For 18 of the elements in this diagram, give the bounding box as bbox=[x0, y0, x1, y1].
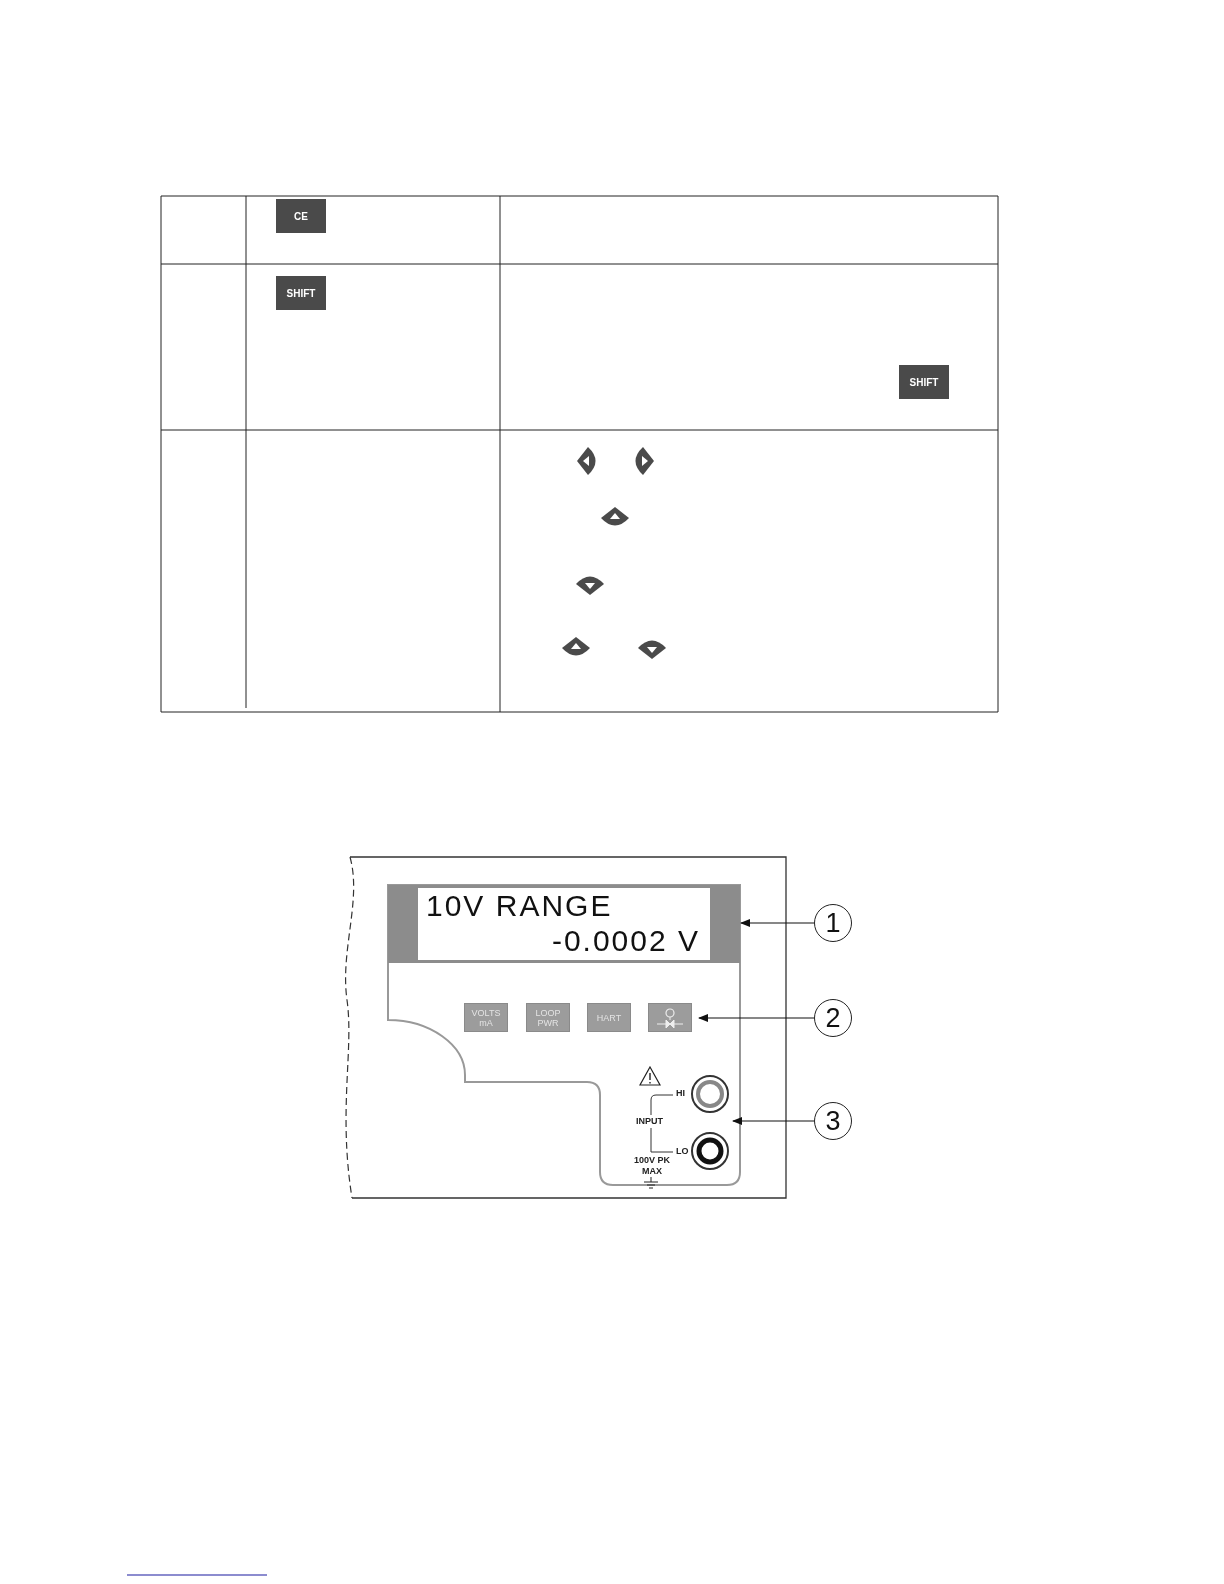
display-text: 10V RANGE bbox=[426, 889, 613, 923]
display-text: -0.0002 V bbox=[551, 924, 700, 958]
key-button: SHIFT bbox=[899, 365, 949, 399]
key-button: VOLTS mA bbox=[464, 1003, 508, 1032]
key-button: SHIFT bbox=[276, 276, 326, 310]
callout-number: 1 bbox=[814, 904, 852, 942]
leader-arrow bbox=[740, 919, 815, 927]
key-button: CE bbox=[276, 199, 326, 233]
lcd-display bbox=[388, 885, 740, 963]
callout-number: 2 bbox=[814, 999, 852, 1037]
input-jacks bbox=[688, 1073, 732, 1173]
terminal-label: 100V PK MAX bbox=[633, 1155, 671, 1177]
key-button: HART bbox=[587, 1003, 631, 1032]
terminal-label: INPUT bbox=[636, 1116, 663, 1126]
key-button: LOOP PWR bbox=[526, 1003, 570, 1032]
leader-arrow bbox=[732, 1117, 815, 1125]
leader-arrow bbox=[698, 1014, 815, 1022]
callout-number: 3 bbox=[814, 1102, 852, 1140]
